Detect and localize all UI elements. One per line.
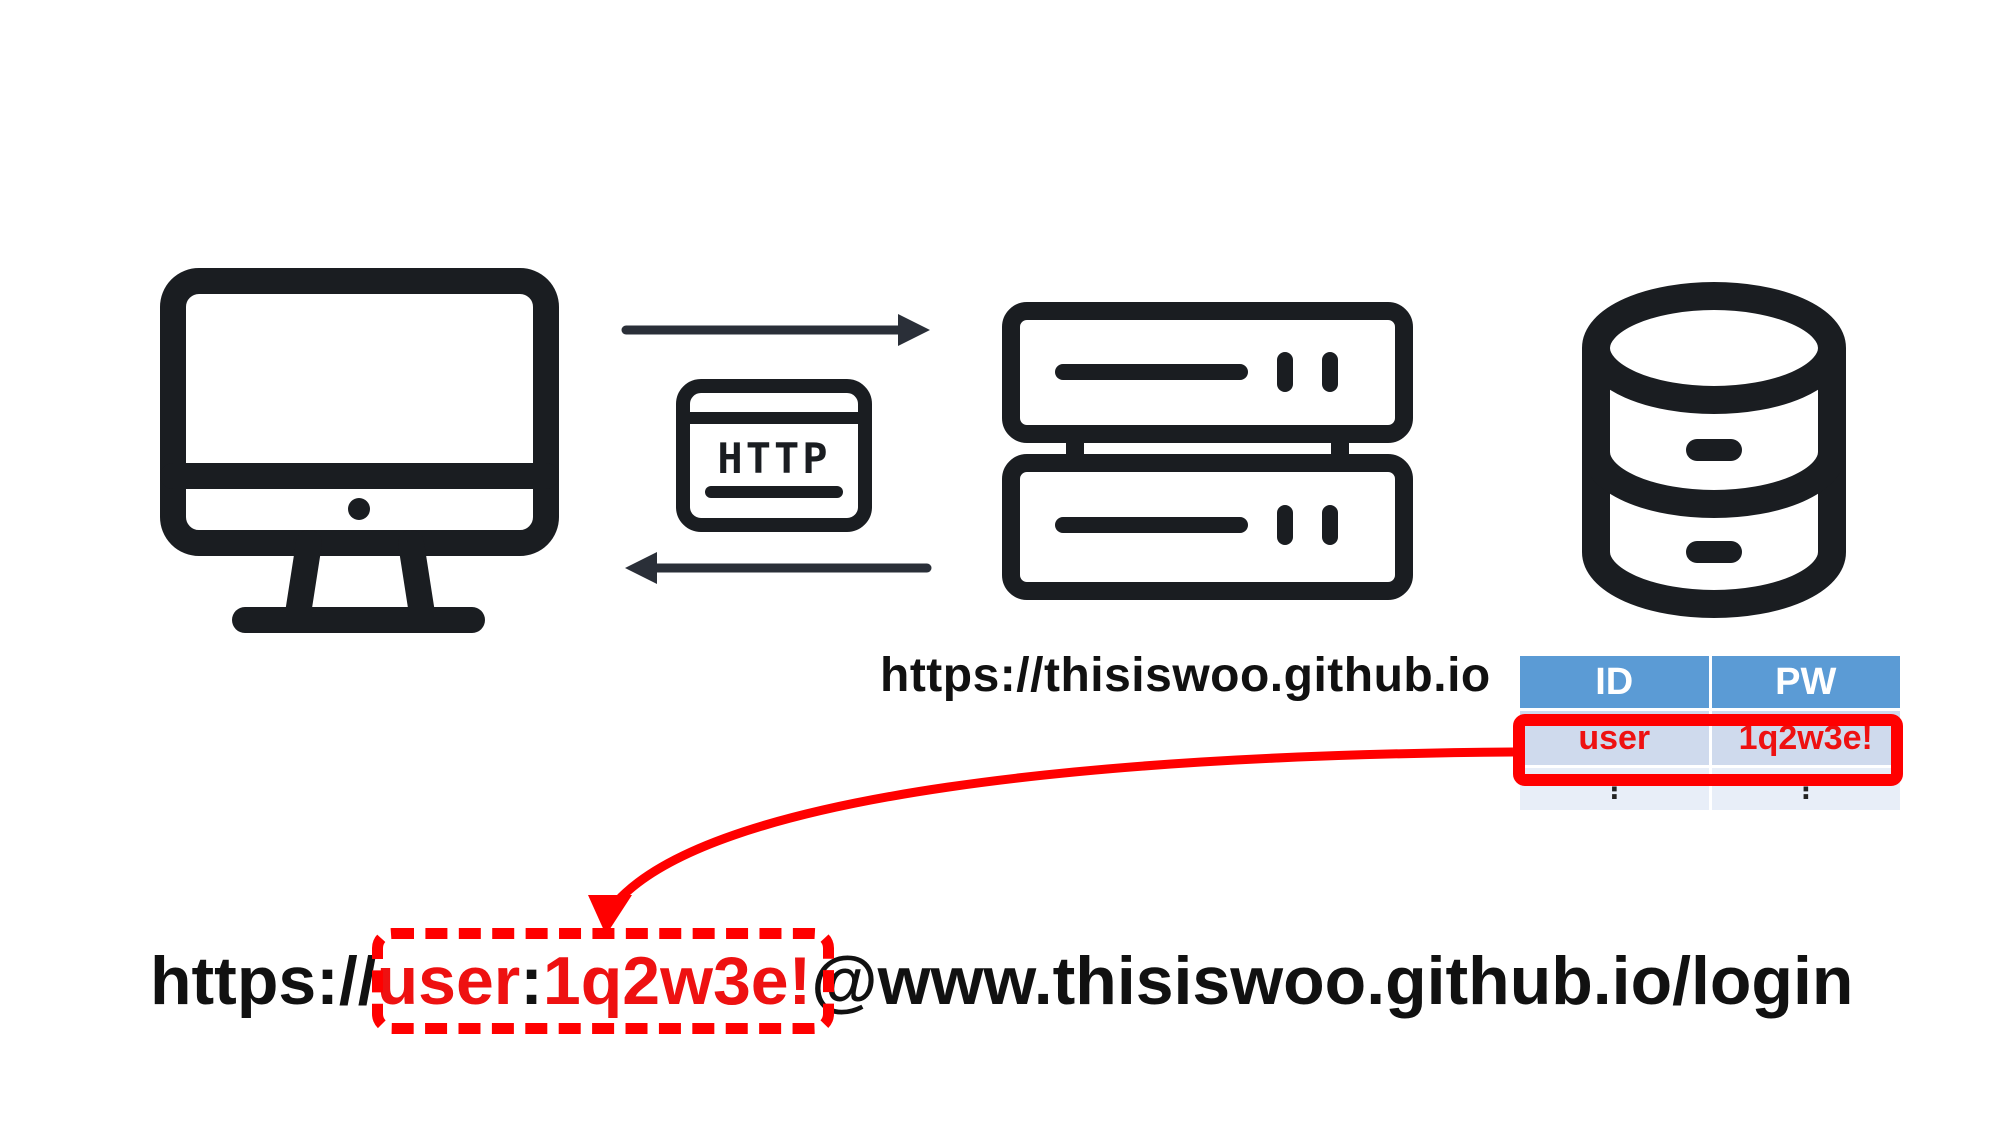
monitor-icon [160, 268, 559, 633]
column-header-pw: PW [1710, 656, 1900, 710]
http-document-icon: HTTP [676, 379, 872, 532]
url-separator: : [520, 943, 543, 1019]
column-header-id: ID [1520, 656, 1712, 710]
server-icon [1002, 302, 1413, 600]
credentials-table: ID PW user 1q2w3e! ⋮ ⋮ [1520, 656, 1900, 810]
http-label: HTTP [717, 434, 830, 483]
url-password: 1q2w3e! [542, 943, 812, 1019]
url-host-path: @www.thisiswoo.github.io/login [811, 943, 1854, 1019]
table-header-row: ID PW [1520, 656, 1900, 710]
server-url: https://thisiswoo.github.io [880, 649, 1491, 702]
url-scheme: https:// [150, 943, 377, 1019]
row-highlight-box [1513, 714, 1903, 786]
database-icon [1582, 282, 1846, 618]
credential-highlight-box [372, 928, 834, 1034]
arrow-right-icon [621, 314, 930, 346]
table-row: ⋮ ⋮ [1520, 765, 1900, 810]
arrow-left-icon [625, 552, 932, 584]
cell-id-ellipsis: ⋮ [1520, 765, 1712, 810]
cell-pw-ellipsis: ⋮ [1710, 765, 1900, 810]
url-user: user [376, 943, 521, 1019]
credential-url: https://user:1q2w3e!@www.thisiswoo.githu… [150, 942, 1853, 1020]
